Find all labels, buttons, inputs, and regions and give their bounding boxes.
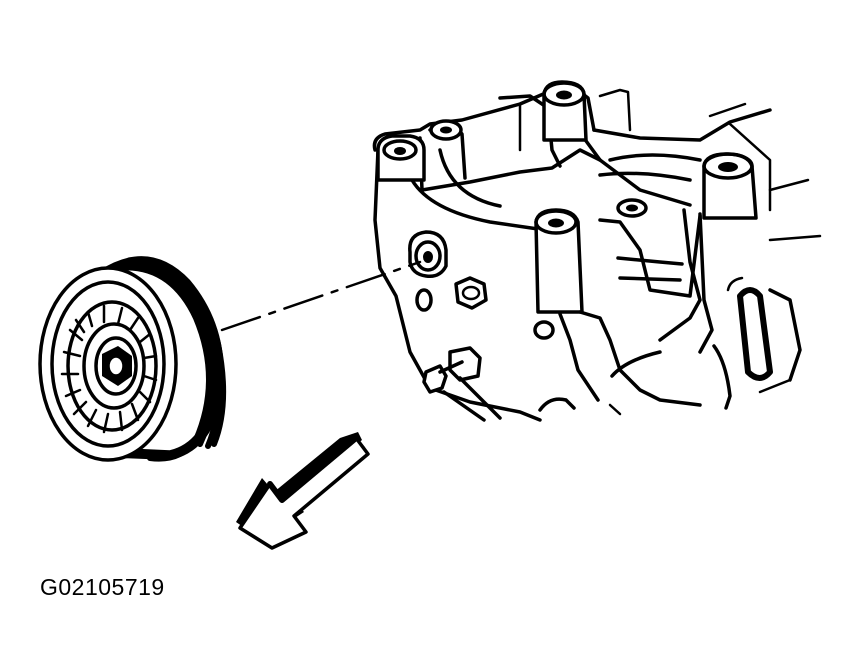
- bracket-boss-center: [534, 208, 584, 314]
- pulley-spokes: [60, 300, 158, 434]
- mounting-bolt-hole: [408, 230, 448, 279]
- bracket-boss-upper-left: [376, 134, 426, 182]
- bracket-boss-top: [542, 80, 588, 142]
- idler-pulley: [38, 256, 227, 462]
- bracket-stud: [422, 346, 502, 422]
- engine-bracket: [372, 80, 822, 422]
- direction-arrow: [236, 432, 370, 550]
- pulley-hub: [82, 322, 146, 410]
- figure-id-code: G02105719: [40, 574, 165, 600]
- bracket-boss-top-small: [429, 119, 463, 141]
- bracket-boss-right: [702, 152, 758, 220]
- installation-axis-line: [220, 260, 422, 332]
- bracket-bolt-head: [454, 276, 488, 310]
- bracket-boss-center-small: [616, 198, 648, 218]
- bracket-slot: [726, 276, 773, 381]
